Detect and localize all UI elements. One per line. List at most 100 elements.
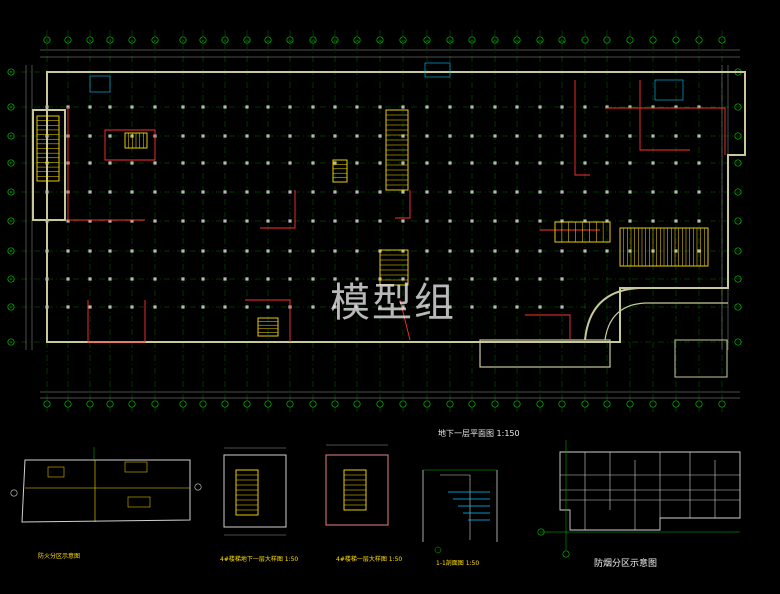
column-icon	[425, 134, 429, 138]
column-grid	[45, 105, 701, 309]
axis-bubble-icon	[194, 483, 202, 491]
axis-bubble-icon	[626, 36, 634, 44]
axis-label-left: D	[10, 190, 13, 194]
column-icon	[108, 277, 112, 281]
column-icon	[697, 219, 701, 223]
column-icon	[245, 249, 249, 253]
axis-bubble-icon	[468, 36, 476, 44]
column-icon	[108, 134, 112, 138]
axis-label-left: F	[10, 134, 12, 138]
column-icon	[355, 161, 359, 165]
column-icon	[245, 219, 249, 223]
column-icon	[605, 190, 609, 194]
section-outline	[440, 474, 471, 540]
column-icon	[181, 277, 185, 281]
column-icon	[288, 219, 292, 223]
axis-bubble-icon	[446, 36, 454, 44]
axis-bubble-icon	[491, 36, 499, 44]
axis-bubble-icon	[264, 400, 272, 408]
column-icon	[448, 219, 452, 223]
axis-bubble-icon	[468, 400, 476, 408]
axis-bubble-icon	[64, 400, 72, 408]
axis-bubble-icon	[264, 36, 272, 44]
column-icon	[560, 190, 564, 194]
column-icon	[45, 134, 49, 138]
partition-wall	[525, 314, 571, 340]
column-icon	[333, 105, 337, 109]
column-icon	[266, 249, 270, 253]
column-icon	[583, 134, 587, 138]
column-icon	[108, 219, 112, 223]
axis-label-top: 7	[182, 39, 184, 43]
column-icon	[181, 134, 185, 138]
column-icon	[153, 249, 157, 253]
column-icon	[223, 277, 227, 281]
stair-icon	[235, 469, 259, 516]
axis-label-top: 1	[46, 39, 48, 43]
plan-walls	[32, 71, 746, 378]
column-icon	[697, 105, 701, 109]
column-icon	[130, 249, 134, 253]
axis-bubble-icon	[179, 36, 187, 44]
column-icon	[66, 277, 70, 281]
axis-label-left: G	[10, 105, 13, 109]
axis-label-left: H	[10, 70, 12, 74]
column-icon	[493, 277, 497, 281]
column-icon	[108, 305, 112, 309]
axis-bubble-icon	[581, 36, 589, 44]
column-icon	[153, 277, 157, 281]
fire-zone-title: 防火分区示意图	[38, 553, 81, 560]
column-icon	[538, 249, 542, 253]
column-icon	[311, 305, 315, 309]
column-icon	[181, 305, 185, 309]
axis-bubble-icon	[243, 400, 251, 408]
column-icon	[108, 249, 112, 253]
entrance-block	[479, 339, 611, 368]
column-icon	[223, 134, 227, 138]
column-icon	[538, 105, 542, 109]
column-icon	[651, 105, 655, 109]
column-icon	[66, 219, 70, 223]
axis-bubble-icon	[446, 400, 454, 408]
column-icon	[493, 249, 497, 253]
column-icon	[223, 249, 227, 253]
column-icon	[266, 277, 270, 281]
axis-bubble-icon	[491, 400, 499, 408]
column-icon	[130, 134, 134, 138]
column-icon	[605, 134, 609, 138]
axis-bubble-icon	[695, 36, 703, 44]
column-icon	[470, 105, 474, 109]
column-icon	[288, 134, 292, 138]
partition-wall	[574, 80, 590, 176]
column-icon	[378, 305, 382, 309]
column-icon	[311, 277, 315, 281]
partition-wall	[639, 80, 690, 151]
axis-label-top: 10	[245, 39, 249, 43]
partition-wall	[260, 190, 296, 229]
column-icon	[651, 190, 655, 194]
column-icon	[560, 105, 564, 109]
axis-bubble-icon	[734, 217, 742, 225]
partition-wall	[104, 129, 156, 161]
column-icon	[515, 190, 519, 194]
axis-bubble-icon	[7, 275, 15, 283]
column-icon	[130, 219, 134, 223]
axis-bubble-icon	[376, 400, 384, 408]
axis-label-left: A	[10, 305, 13, 309]
axis-bubble-icon	[179, 400, 187, 408]
column-icon	[108, 161, 112, 165]
axis-bubble-icon	[734, 247, 742, 255]
equipment-block	[424, 62, 451, 78]
column-icon	[153, 305, 157, 309]
axis-label-top: 5	[131, 39, 133, 43]
axis-label-left: B	[10, 249, 12, 253]
fire-zone-outline	[21, 459, 191, 523]
axis-label-top: 6	[154, 39, 156, 43]
axis-bubble-icon	[286, 36, 294, 44]
axis-label-top: 12	[288, 39, 292, 43]
axis-bubble-icon	[536, 36, 544, 44]
axis-bubble-icon	[734, 188, 742, 196]
column-icon	[425, 105, 429, 109]
partition-wall	[399, 299, 411, 341]
axis-bubble-icon	[695, 400, 703, 408]
